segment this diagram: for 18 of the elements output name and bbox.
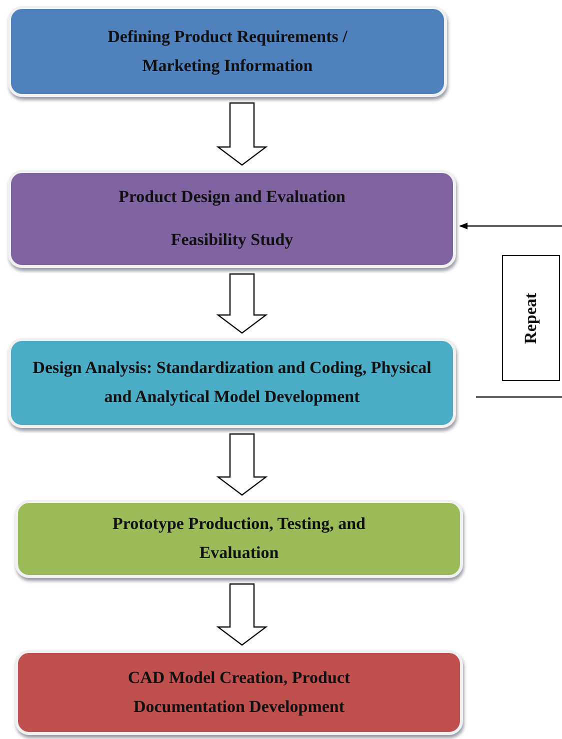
- block-arrow: [216, 273, 268, 334]
- arrow: [459, 222, 562, 230]
- box-text: Design Analysis: Standardization and Coding, Physical and Analytical Model Development: [32, 357, 432, 408]
- process-box: [8, 170, 456, 268]
- box-text: Defining Product Requirements / Marketing Information: [106, 26, 348, 77]
- process-box: [8, 338, 456, 428]
- block-arrow: [216, 433, 268, 496]
- box-text: Prototype Production, Testing, and Evaluation: [112, 513, 366, 564]
- note-box: [502, 255, 560, 381]
- box-text: Repeat: [520, 292, 541, 344]
- box-text: Product Design and Evaluation: [118, 186, 346, 208]
- box-text: CAD Model Creation, Product Documentation Development: [126, 666, 352, 718]
- box-subtext: Feasibility Study: [170, 229, 294, 251]
- process-box: [15, 500, 463, 578]
- block-arrow: [216, 102, 268, 166]
- process-box: [15, 650, 463, 735]
- block-arrow: [216, 583, 268, 646]
- process-box: [8, 6, 447, 97]
